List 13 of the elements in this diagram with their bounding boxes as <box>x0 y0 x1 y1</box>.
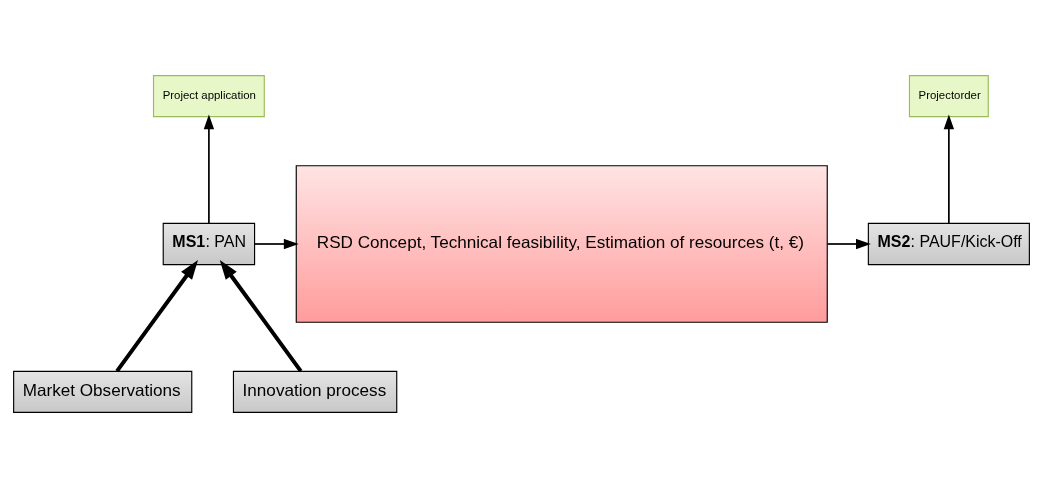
node-box: MS2: PAUF/Kick-Off <box>867 222 1030 266</box>
node-box: MS1: PAN <box>162 222 256 266</box>
node-box: Innovation process <box>232 370 398 413</box>
arrow <box>943 114 955 225</box>
arrow <box>826 238 871 250</box>
arrow <box>115 260 199 373</box>
arrow <box>219 260 303 373</box>
node-box: Project application <box>152 75 265 118</box>
arrow <box>203 114 215 225</box>
node-box: Projectorder <box>908 75 989 118</box>
node-box: Market Observations <box>13 370 193 413</box>
arrow <box>253 238 299 250</box>
node-box: RSD Concept, Technical feasibility, Estimation of resources (t, €) <box>295 165 828 323</box>
